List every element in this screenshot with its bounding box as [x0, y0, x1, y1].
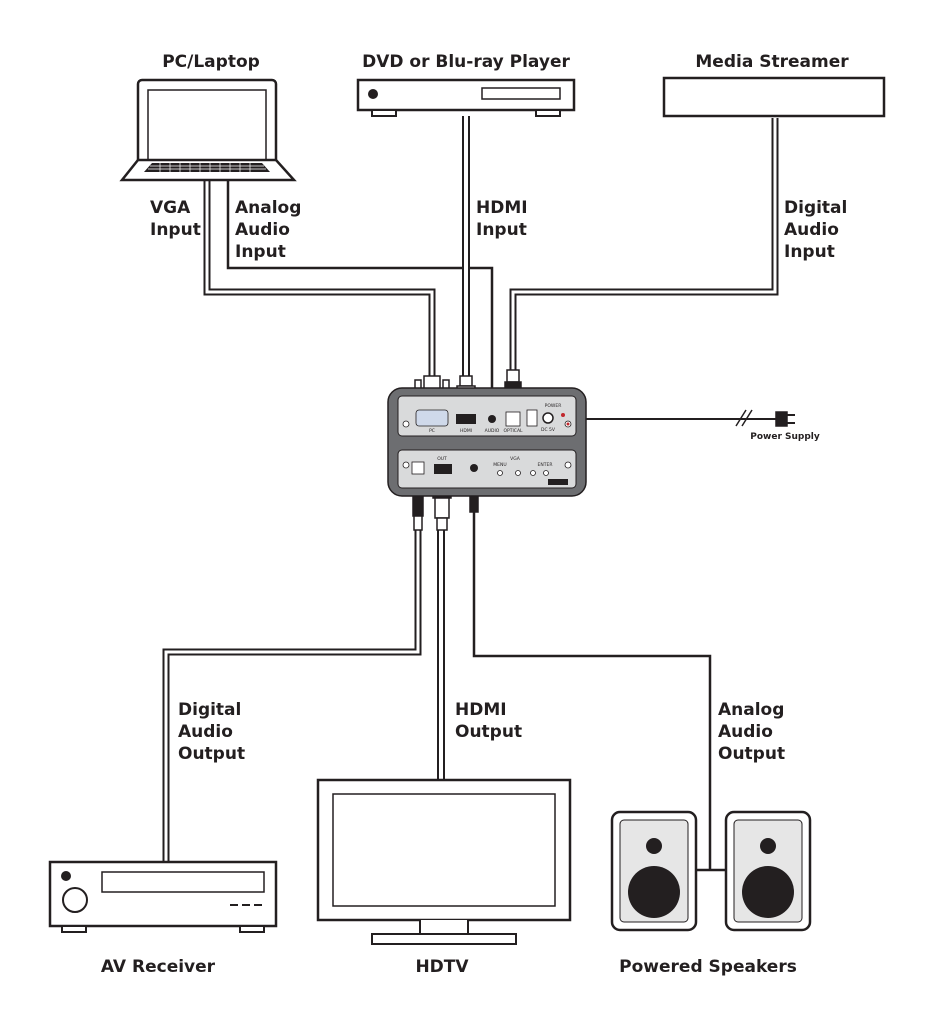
converter-unit: PC HDMI AUDIO OPTICAL POWER DC 5V OUT VG…	[387, 387, 587, 497]
analog-audio-input-cable	[226, 178, 494, 392]
device-label-powered-speakers: Powered Speakers	[619, 957, 797, 977]
output-panel	[397, 449, 577, 489]
menu-button[interactable]	[497, 470, 503, 476]
optical-output-port[interactable]	[411, 461, 425, 475]
hdtv-icon	[316, 778, 572, 945]
device-label-media-streamer: Media Streamer	[695, 52, 849, 72]
panel-label-out: OUT	[437, 456, 447, 462]
panel-label-audio: AUDIO	[485, 428, 500, 434]
device-label-hdtv: HDTV	[415, 957, 469, 977]
media-streamer-icon	[662, 76, 886, 118]
screw-icon	[402, 461, 410, 469]
digital-audio-input-cable	[509, 118, 779, 372]
label-vga-input: VGA Input	[150, 198, 201, 240]
panel-label-dc: DC 5V	[541, 427, 556, 433]
panel-label-hdmi: HDMI	[460, 428, 472, 434]
optical-input-port[interactable]	[505, 411, 521, 427]
status-indicator	[548, 479, 568, 485]
panel-label-vga: VGA	[510, 456, 521, 462]
power-led-icon	[566, 422, 570, 426]
label-power-supply: Power Supply	[750, 432, 820, 442]
cables	[162, 116, 779, 872]
panel-label-power: POWER	[545, 403, 562, 409]
cable-labels: VGA Input Analog Audio Input HDMI Input …	[150, 198, 853, 764]
label-analog-audio-output: Analog Audio Output	[718, 700, 790, 764]
label-hdmi-output: HDMI Output	[455, 700, 522, 742]
panel-label-menu: MENU	[493, 462, 506, 468]
device-label-pc-laptop: PC/Laptop	[162, 52, 260, 72]
device-label-dvd-bluray: DVD or Blu-ray Player	[362, 52, 570, 72]
vga-input-cable	[203, 178, 436, 378]
laptop-icon	[119, 78, 297, 182]
screw-icon	[564, 461, 572, 469]
dvd-player-icon	[356, 78, 576, 117]
panel-label-enter: ENTER	[538, 462, 553, 468]
label-hdmi-input: HDMI Input	[476, 198, 534, 240]
panel-label-pc: PC	[429, 428, 435, 434]
label-analog-audio-input: Analog Audio Input	[235, 198, 307, 262]
vga-port[interactable]	[415, 409, 449, 427]
device-label-av-receiver: AV Receiver	[101, 957, 216, 977]
label-digital-audio-output: Digital Audio Output	[178, 700, 247, 764]
power-plug	[775, 411, 795, 427]
speaker-right-icon	[724, 810, 812, 932]
firmware-port[interactable]	[526, 409, 538, 427]
dc-power-port[interactable]	[542, 412, 554, 424]
hdmi-input-port[interactable]	[456, 414, 476, 424]
audio-output-port[interactable]	[470, 464, 478, 472]
power-led-icon	[561, 413, 565, 417]
digital-audio-output-cable	[162, 530, 422, 862]
hdmi-output-port[interactable]	[434, 464, 452, 474]
plus-button[interactable]	[530, 470, 536, 476]
enter-button[interactable]	[543, 470, 549, 476]
panel-label-optical: OPTICAL	[503, 428, 523, 434]
label-digital-audio-input: Digital Audio Input	[784, 198, 853, 262]
minus-button[interactable]	[515, 470, 521, 476]
power-cable	[570, 409, 778, 427]
screw-icon	[402, 420, 410, 428]
analog-audio-output-cable	[472, 512, 726, 872]
audio-input-port[interactable]	[488, 415, 496, 423]
speaker-left-icon	[610, 810, 698, 932]
av-receiver-icon	[48, 860, 278, 933]
